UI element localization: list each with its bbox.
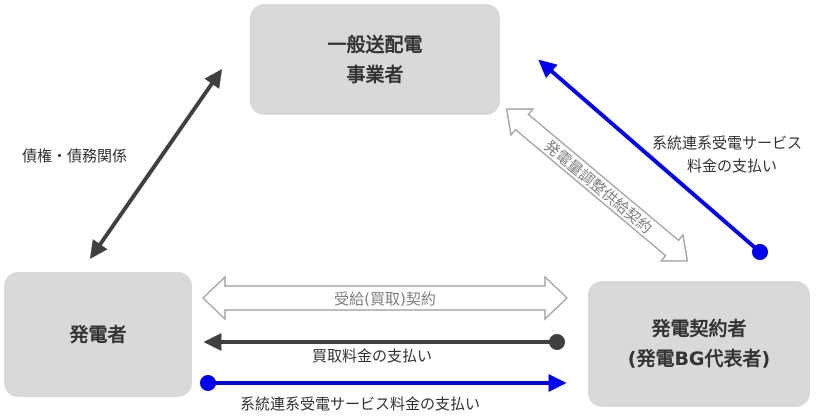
node-right-line1: 発電契約者: [651, 318, 747, 340]
grid-fee-upper-arrow: [538, 59, 768, 260]
node-generation-contractor: 発電契約者 (発電BG代表者): [588, 281, 810, 407]
grid-fee-bottom-label: 系統連系受電サービス料金の支払い: [240, 395, 481, 413]
node-general-transmission-operator: 一般送配電 事業者: [250, 4, 500, 115]
debt-relation-label: 債権・債務関係: [22, 147, 128, 165]
node-top-line2: 事業者: [346, 63, 404, 86]
purchase-payment-arrow: [203, 333, 565, 351]
node-right-line2: (発電BG代表者): [627, 348, 771, 370]
purchase-payment-label: 買取料金の支払い: [312, 347, 433, 365]
grid-fee-upper-label-line1: 系統連系受電サービス: [652, 134, 803, 152]
balancing-contract-label: 発電量調整供給契約: [541, 137, 656, 238]
node-generator: 発電者: [4, 272, 192, 397]
grid-fee-upper-label-line2: 料金の支払い: [687, 157, 778, 175]
supply-contract-label: 受給(買取)契約: [334, 290, 436, 308]
balancing-contract-arrow: [505, 108, 689, 262]
grid-fee-bottom-arrow: [200, 374, 567, 392]
debt-relation-arrow: [89, 69, 223, 259]
node-top-line1: 一般送配電: [327, 33, 423, 56]
supply-contract-arrow: [201, 275, 569, 321]
node-left-line1: 発電者: [69, 323, 127, 346]
